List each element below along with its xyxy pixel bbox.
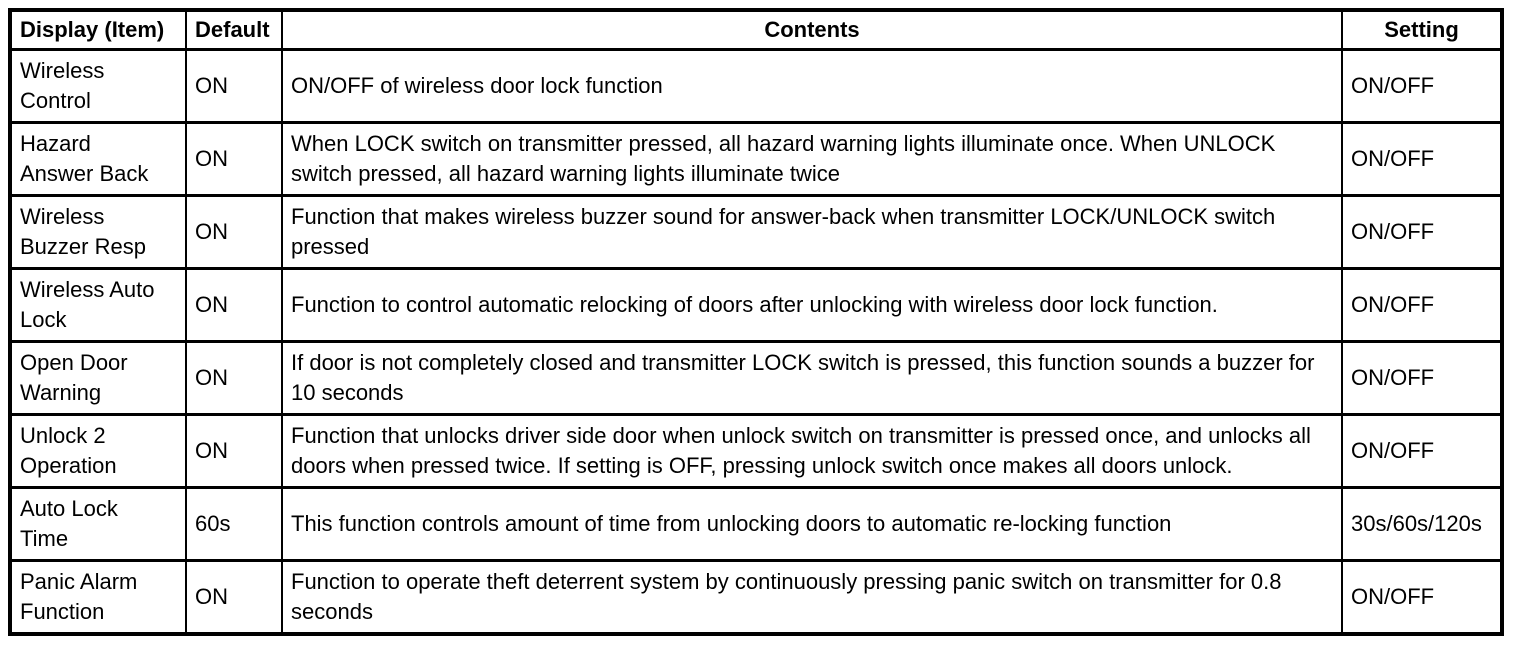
column-header-setting: Setting: [1341, 8, 1503, 51]
item-cell: Hazard Answer Back: [9, 121, 187, 197]
wireless-door-lock-settings-table: Display (Item) Default Contents Setting …: [8, 8, 1504, 636]
item-cell: Wireless Control: [9, 48, 187, 124]
item-cell: Panic Alarm Function: [9, 559, 187, 636]
setting-cell: ON/OFF: [1341, 559, 1503, 636]
contents-cell: Function that makes wireless buzzer soun…: [281, 194, 1343, 270]
table-row-auto-lock-time: Auto Lock Time 60s This function control…: [9, 486, 1503, 562]
default-cell: ON: [185, 121, 283, 197]
column-header-display-item: Display (Item): [9, 8, 187, 51]
table-header-row: Display (Item) Default Contents Setting: [9, 8, 1503, 51]
table-row-hazard-answer-back: Hazard Answer Back ON When LOCK switch o…: [9, 121, 1503, 197]
column-header-default: Default: [185, 8, 283, 51]
contents-cell: If door is not completely closed and tra…: [281, 340, 1343, 416]
setting-cell: ON/OFF: [1341, 121, 1503, 197]
default-cell: ON: [185, 267, 283, 343]
table-row-panic-alarm-function: Panic Alarm Function ON Function to oper…: [9, 559, 1503, 636]
table-row-open-door-warning: Open Door Warning ON If door is not comp…: [9, 340, 1503, 416]
item-cell: Open Door Warning: [9, 340, 187, 416]
setting-cell: ON/OFF: [1341, 267, 1503, 343]
table-row-unlock-2-operation: Unlock 2 Operation ON Function that unlo…: [9, 413, 1503, 489]
contents-cell: Function to operate theft deterrent syst…: [281, 559, 1343, 636]
column-header-contents: Contents: [281, 8, 1343, 51]
item-cell: Wireless Buzzer Resp: [9, 194, 187, 270]
default-cell: 60s: [185, 486, 283, 562]
item-cell: Auto Lock Time: [9, 486, 187, 562]
contents-cell: Function to control automatic relocking …: [281, 267, 1343, 343]
default-cell: ON: [185, 194, 283, 270]
setting-cell: ON/OFF: [1341, 340, 1503, 416]
table-header-row: Display (Item) Default Contents Setting: [9, 8, 1503, 51]
contents-cell: This function controls amount of time fr…: [281, 486, 1343, 562]
setting-cell: ON/OFF: [1341, 48, 1503, 124]
item-cell: Wireless Auto Lock: [9, 267, 187, 343]
table-row-wireless-control: Wireless Control ON ON/OFF of wireless d…: [9, 48, 1503, 124]
setting-cell: 30s/60s/120s: [1341, 486, 1503, 562]
contents-cell: Function that unlocks driver side door w…: [281, 413, 1343, 489]
contents-cell: ON/OFF of wireless door lock function: [281, 48, 1343, 124]
default-cell: ON: [185, 559, 283, 636]
table-row-wireless-buzzer-resp: Wireless Buzzer Resp ON Function that ma…: [9, 194, 1503, 270]
contents-cell: When LOCK switch on transmitter pressed,…: [281, 121, 1343, 197]
setting-cell: ON/OFF: [1341, 413, 1503, 489]
default-cell: ON: [185, 340, 283, 416]
item-cell: Unlock 2 Operation: [9, 413, 187, 489]
default-cell: ON: [185, 413, 283, 489]
setting-cell: ON/OFF: [1341, 194, 1503, 270]
default-cell: ON: [185, 48, 283, 124]
table-row-wireless-auto-lock: Wireless Auto Lock ON Function to contro…: [9, 267, 1503, 343]
